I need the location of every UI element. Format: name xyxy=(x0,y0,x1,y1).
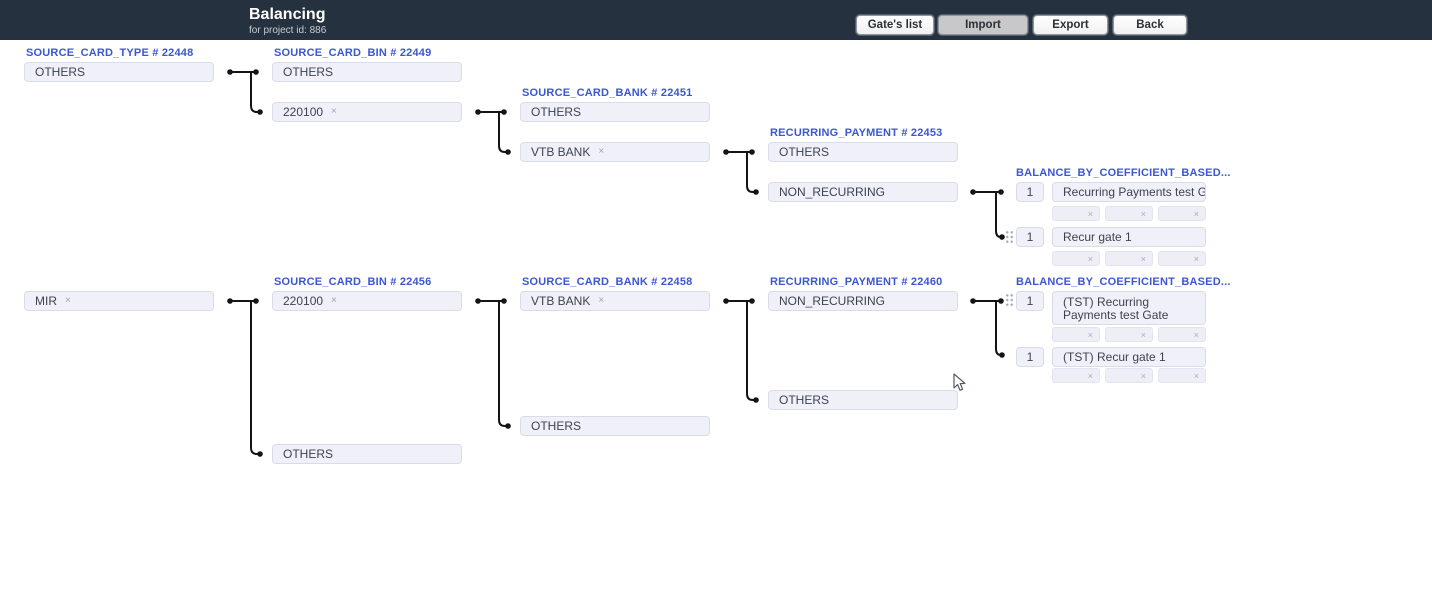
node-recurring-others[interactable]: OTHERS xyxy=(768,390,958,410)
remove-icon[interactable]: × xyxy=(1193,329,1199,340)
group-title-source-card-bin-22456: SOURCE_CARD_BIN # 22456 xyxy=(274,276,432,288)
remove-icon[interactable]: × xyxy=(1193,253,1199,264)
empty-slot-box[interactable]: × xyxy=(1158,206,1206,221)
group-title-source-card-bank-22458: SOURCE_CARD_BANK # 22458 xyxy=(522,276,693,288)
node-bin-others[interactable]: OTHERS xyxy=(272,444,462,464)
node-label: OTHERS xyxy=(531,419,582,433)
node-label: OTHERS xyxy=(531,105,582,119)
node-label: 220100 xyxy=(283,294,324,308)
remove-icon[interactable]: × xyxy=(331,106,337,117)
group-title-balance-by-coefficient-22453: BALANCE_BY_COEFFICIENT_BASED... xyxy=(1016,167,1231,179)
empty-slot-box[interactable]: × xyxy=(1052,251,1100,266)
node-card-type-others[interactable]: OTHERS xyxy=(24,62,214,82)
group-title-source-card-bin-22449: SOURCE_CARD_BIN # 22449 xyxy=(274,47,432,59)
remove-icon[interactable]: × xyxy=(1140,370,1146,381)
remove-icon[interactable]: × xyxy=(1140,329,1146,340)
node-label: 220100 xyxy=(283,105,324,119)
gate-label: Recurring Payments test Gate xyxy=(1063,185,1205,199)
coefficient-input[interactable]: 1 xyxy=(1016,227,1044,247)
group-title-recurring-payment-22453: RECURRING_PAYMENT # 22453 xyxy=(770,127,943,139)
remove-icon[interactable]: × xyxy=(65,295,71,306)
node-bin-220100[interactable]: 220100 × xyxy=(272,291,462,311)
topbar: Balancing for project id: 886 Gate's lis… xyxy=(0,0,1432,40)
drag-handle-icon[interactable] xyxy=(1005,293,1014,307)
coefficient-input[interactable]: 1 xyxy=(1016,347,1044,367)
node-label: OTHERS xyxy=(35,65,86,79)
coefficient-input[interactable]: 1 xyxy=(1016,182,1044,202)
gate-name-box[interactable]: (TST) Recur gate 1 xyxy=(1052,347,1206,367)
gate-name-box[interactable]: (TST) Recurring Payments test Gate xyxy=(1052,291,1206,325)
node-bank-vtb[interactable]: VTB BANK × xyxy=(520,291,710,311)
node-label: VTB BANK xyxy=(531,145,591,159)
drag-handle-icon[interactable] xyxy=(1005,230,1014,244)
remove-icon[interactable]: × xyxy=(1140,208,1146,219)
page-subtitle: for project id: 886 xyxy=(249,25,327,36)
empty-slot-box[interactable]: × xyxy=(1158,327,1206,342)
import-button[interactable]: Import xyxy=(938,15,1028,35)
remove-icon[interactable]: × xyxy=(598,295,605,306)
node-label: OTHERS xyxy=(283,65,334,79)
gates-list-button[interactable]: Gate's list xyxy=(856,15,934,35)
remove-icon[interactable]: × xyxy=(1087,329,1093,340)
export-button[interactable]: Export xyxy=(1033,15,1108,35)
node-label: NON_RECURRING xyxy=(779,185,886,199)
empty-slot-box[interactable]: × xyxy=(1052,327,1100,342)
node-bin-others[interactable]: OTHERS xyxy=(272,62,462,82)
remove-icon[interactable]: × xyxy=(1140,253,1146,264)
node-label: OTHERS xyxy=(779,393,830,407)
empty-slot-box[interactable]: × xyxy=(1052,368,1100,383)
node-bank-others[interactable]: OTHERS xyxy=(520,416,710,436)
node-label: OTHERS xyxy=(779,145,830,159)
node-label: NON_RECURRING xyxy=(779,294,886,308)
remove-icon[interactable]: × xyxy=(1193,370,1199,381)
group-title-source-card-bank-22451: SOURCE_CARD_BANK # 22451 xyxy=(522,87,693,99)
group-title-recurring-payment-22460: RECURRING_PAYMENT # 22460 xyxy=(770,276,943,288)
gate-label: (TST) Recur gate 1 xyxy=(1063,350,1166,364)
empty-slot-box[interactable]: × xyxy=(1158,251,1206,266)
back-button[interactable]: Back xyxy=(1113,15,1187,35)
empty-slot-box[interactable]: × xyxy=(1105,368,1153,383)
remove-icon[interactable]: × xyxy=(1087,208,1093,219)
empty-slot-box[interactable]: × xyxy=(1052,206,1100,221)
node-label: OTHERS xyxy=(283,447,334,461)
node-bank-vtb[interactable]: VTB BANK × xyxy=(520,142,710,162)
node-bank-others[interactable]: OTHERS xyxy=(520,102,710,122)
gate-label: Recur gate 1 xyxy=(1063,230,1132,244)
remove-icon[interactable]: × xyxy=(331,295,337,306)
node-label: MIR xyxy=(35,294,57,308)
page-title: Balancing xyxy=(249,6,326,23)
node-card-type-mir[interactable]: MIR × xyxy=(24,291,214,311)
group-title-balance-by-coefficient-22460: BALANCE_BY_COEFFICIENT_BASED... xyxy=(1016,276,1231,288)
empty-slot-box[interactable]: × xyxy=(1158,368,1206,383)
coefficient-input[interactable]: 1 xyxy=(1016,291,1044,311)
remove-icon[interactable]: × xyxy=(1193,208,1199,219)
node-non-recurring[interactable]: NON_RECURRING xyxy=(768,182,958,202)
node-label: VTB BANK xyxy=(531,294,591,308)
mouse-cursor-icon xyxy=(953,373,966,391)
node-recurring-others[interactable]: OTHERS xyxy=(768,142,958,162)
empty-slot-box[interactable]: × xyxy=(1105,327,1153,342)
empty-slot-box[interactable]: × xyxy=(1105,251,1153,266)
remove-icon[interactable]: × xyxy=(1087,253,1093,264)
node-non-recurring[interactable]: NON_RECURRING xyxy=(768,291,958,311)
remove-icon[interactable]: × xyxy=(1087,370,1093,381)
gate-label: (TST) Recurring Payments test Gate xyxy=(1063,295,1169,322)
group-title-source-card-type-22448: SOURCE_CARD_TYPE # 22448 xyxy=(26,47,194,59)
empty-slot-box[interactable]: × xyxy=(1105,206,1153,221)
node-bin-220100[interactable]: 220100 × xyxy=(272,102,462,122)
gate-name-box[interactable]: Recur gate 1 xyxy=(1052,227,1206,247)
remove-icon[interactable]: × xyxy=(598,146,605,157)
gate-name-box[interactable]: Recurring Payments test Gate xyxy=(1052,182,1206,202)
